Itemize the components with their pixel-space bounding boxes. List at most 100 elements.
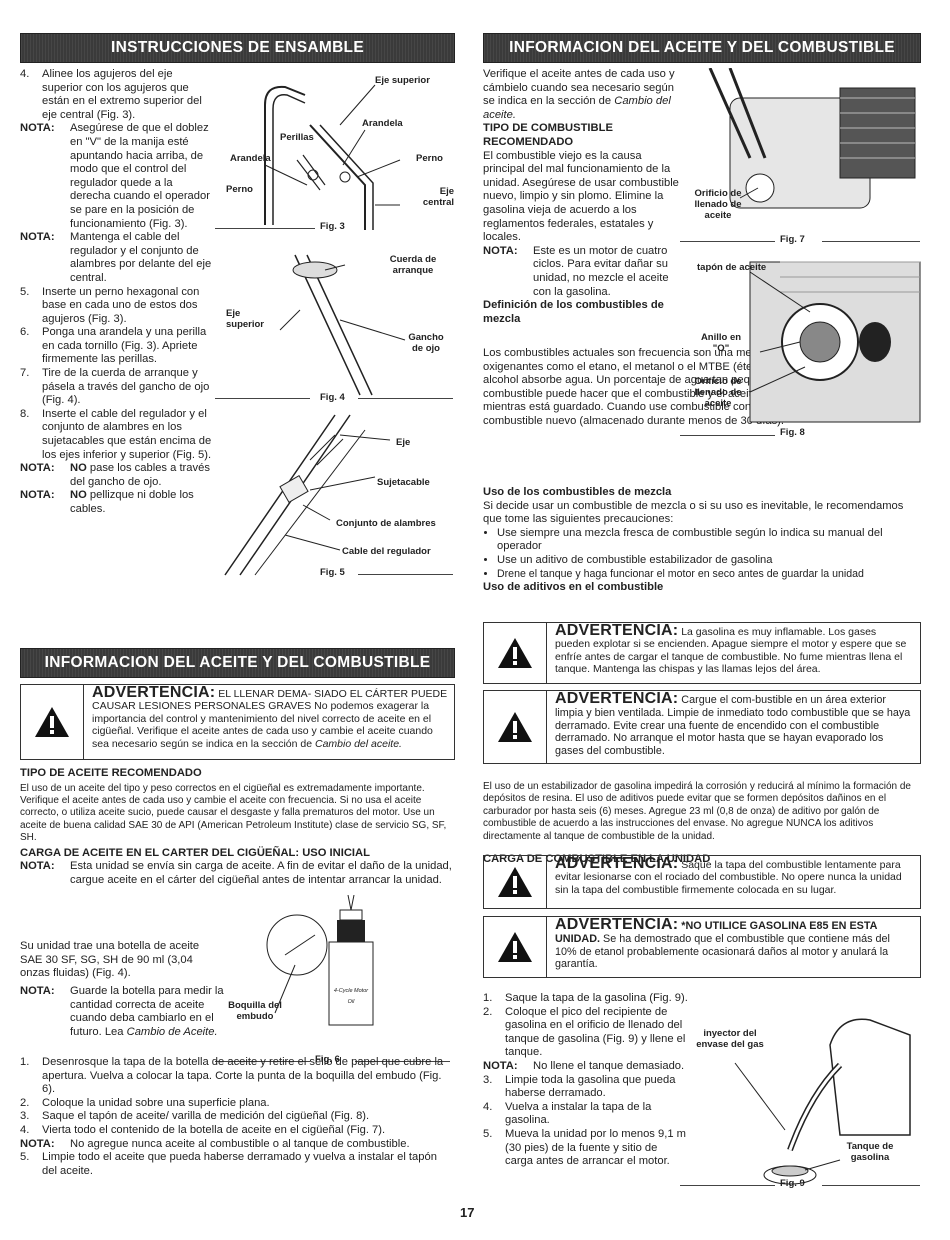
- fig6-label-boquilla: Boquilla del embudo: [228, 1000, 282, 1022]
- warning-box-ventilation: ADVERTENCIA: Cargue el com-bustible en u…: [483, 690, 921, 764]
- warning-box-e85: ADVERTENCIA: *NO UTILICE GASOLINA E85 EN…: [483, 916, 921, 978]
- assembly-nota-2: Mantenga el cable del regulador y el con…: [70, 231, 212, 284]
- fig5-caption: Fig. 5: [320, 567, 345, 578]
- oil-nota-2-block: NOTA:Guarde la botella para medir la can…: [20, 985, 245, 1039]
- fig3-label-perno-right: Perno: [416, 153, 443, 164]
- fuel-heading-type: TIPO DE COMBUSTIBLE RECOMENDADO: [483, 122, 613, 148]
- fig3-label-arandela-right: Arandela: [362, 118, 403, 129]
- fig6-caption: Fig. 6: [315, 1054, 340, 1065]
- warning-triangle-icon: [484, 856, 547, 908]
- fig8-label-anillo: Anillo en "O": [700, 332, 742, 354]
- fig7-caption: Fig. 7: [780, 234, 805, 245]
- fig5-rule-right: [358, 574, 453, 575]
- fuel-step-3: Limpie toda la gasolina que pueda habers…: [505, 1073, 676, 1100]
- oil-section-text: TIPO DE ACEITE RECOMENDADO El uso de un …: [20, 767, 452, 886]
- right-intro: Verifique el aceite antes de cada uso y …: [483, 68, 675, 121]
- fig5-shaft-drawing: [224, 414, 391, 576]
- fuel-step-1: Saque la tapa de la gasolina (Fig. 9).: [505, 992, 688, 1004]
- fig9-label-inyector: inyector del envase del gas: [696, 1028, 764, 1050]
- warning-triangle-icon: [484, 691, 547, 763]
- fuel-paragraph-stabilizer: El uso de un estabilizador de gasolina i…: [483, 781, 911, 842]
- fuel-precaution-2: Use un aditivo de combustible estabiliza…: [497, 554, 923, 568]
- oil-step-3: Saque el tapón de aceite/ varilla de med…: [42, 1110, 370, 1123]
- fuel-heading-filling: CARGA DE COMBUSTIBLE EN LA UNIDAD: [483, 853, 711, 866]
- fuel-heading-definition: Definición de los combustibles de mezcla: [483, 299, 664, 325]
- right-text-upper: Verifique el aceite antes de cada uso y …: [483, 68, 683, 326]
- assembly-nota-4: NO pellizque ni doble los cables.: [70, 489, 194, 515]
- fig6-bottle-drawing: [266, 895, 374, 1026]
- fuel-heading-usage: Uso de los combustibles de mezcla: [483, 486, 672, 498]
- assembly-step-5: Inserte un perno hexagonal con base en c…: [42, 285, 200, 325]
- fig3-caption: Fig. 3: [320, 221, 345, 232]
- warning-box-flammable: ADVERTENCIA: La gasolina es muy inflamab…: [483, 622, 921, 684]
- fuel-paragraph-type: El combustible viejo es la causa princip…: [483, 149, 679, 244]
- fig3-label-arandela-left: Arandela: [230, 153, 271, 164]
- fig7-rule-right: [822, 241, 920, 242]
- warning-triangle-icon: [21, 685, 84, 759]
- fig8-label-tapon: tapón de aceite: [697, 262, 767, 273]
- fig4-rule-right: [358, 398, 453, 399]
- fig5-label-sujetacable: Sujetacable: [377, 477, 430, 488]
- oil-step-5: Limpie todo el aceite que pueda haberse …: [42, 1151, 437, 1177]
- fig4-label-cuerda: Cuerda de arranque: [389, 254, 437, 276]
- fig5-label-conjunto: Conjunto de alambres: [336, 518, 436, 529]
- fig8-label-orificio: Orificio de llenado de aceite: [694, 376, 742, 409]
- section-banner-assembly: INSTRUCCIONES DE ENSAMBLE: [20, 33, 455, 63]
- assembly-step-7: Tire de la cuerda de arranque y pásela a…: [42, 367, 210, 407]
- assembly-step-6: Ponga una arandela y una perilla en cada…: [42, 326, 207, 366]
- fig3-rule-left: [215, 228, 315, 229]
- fig4-caption: Fig. 4: [320, 392, 345, 403]
- fig6-rule-left: [215, 1061, 310, 1062]
- fuel-precaution-1: Use siempre una mezcla fresca de combust…: [497, 527, 923, 554]
- fuel-steps: 1.Saque la tapa de la gasolina (Fig. 9).…: [483, 992, 688, 1168]
- fig7-engine-drawing: [708, 68, 916, 209]
- fig3-label-eje-central: Eje central: [422, 186, 454, 208]
- fig9-gas-can-drawing: [734, 1018, 911, 1185]
- fig5-label-eje: Eje: [396, 437, 411, 448]
- fuel-precaution-3: Drene el tanque y haga funcionar el moto…: [497, 568, 923, 582]
- fuel-step-2: Coloque el pico del recipiente de gasoli…: [505, 1005, 686, 1059]
- oil-step-1: Desenrosque la tapa de la botella de ace…: [42, 1056, 444, 1096]
- oil-paragraph-bottle: Su unidad trae una botella de aceite SAE…: [20, 940, 200, 980]
- fig3-handle-drawing: [264, 84, 401, 230]
- section-banner-oil-fuel-right: INFORMACION DEL ACEITE Y DEL COMBUSTIBLE: [483, 33, 921, 63]
- fig9-rule-right: [822, 1185, 920, 1186]
- fuel-step-4: Vuelva a instalar la tapa de la gasolina…: [505, 1100, 652, 1127]
- warning-triangle-icon: [484, 917, 547, 977]
- assembly-step-4: Alinee los agujeros del eje superior con…: [42, 68, 202, 121]
- fuel-stabilizer-block: El uso de un estabilizador de gasolina i…: [483, 771, 923, 867]
- warning-triangle-icon: [484, 623, 547, 683]
- oil-step-4: Vierta todo el contenido de la botella d…: [42, 1123, 386, 1136]
- oil-nota-1: Esta unidad se envía sin carga de aceite…: [70, 860, 452, 886]
- fig5-label-cable: Cable del regulador: [342, 546, 431, 557]
- fuel-nota-2: No llene el tanque demasiado.: [533, 1059, 685, 1072]
- page-number: 17: [460, 1205, 475, 1220]
- fig4-label-gancho: Gancho de ojo: [408, 332, 444, 354]
- assembly-nota-3: NO pase los cables a través del gancho d…: [70, 462, 210, 488]
- fig9-caption: Fig. 9: [780, 1178, 805, 1189]
- fig3-label-eje-superior: Eje superior: [375, 75, 430, 86]
- oil-heading-type: TIPO DE ACEITE RECOMENDADO: [20, 767, 202, 779]
- fuel-precautions-list: Use siempre una mezcla fresca de combust…: [483, 527, 923, 581]
- assembly-nota-1: Asegúrese de que el doblez en "V" de la …: [70, 122, 210, 230]
- fig3-label-perillas: Perillas: [280, 132, 314, 143]
- oil-heading-initial: CARGA DE ACEITE EN EL CARTER DEL CIGÜEÑA…: [20, 846, 370, 859]
- oil-steps: 1.Desenrosque la tapa de la botella de a…: [20, 1056, 452, 1178]
- fig3-label-perno-left: Perno: [226, 184, 253, 195]
- fig9-rule-left: [680, 1185, 775, 1186]
- warning-box-fuel-cap: ADVERTENCIA: Saque la tapa del combustib…: [483, 855, 921, 909]
- section-banner-oil-fuel-left: INFORMACION DEL ACEITE Y DEL COMBUSTIBLE: [20, 648, 455, 678]
- assembly-step-8: Inserte el cable del regulador y el conj…: [42, 407, 212, 461]
- fuel-heading-additives: Uso de aditivos en el combustible: [483, 581, 664, 594]
- assembly-text-upper: 4.Alinee los agujeros del eje superior c…: [20, 68, 215, 517]
- fig4-label-eje-superior: Eje superior: [226, 308, 265, 330]
- fig7-rule-left: [680, 241, 775, 242]
- step6-rule: [215, 398, 310, 399]
- fig9-label-tanque: Tanque de gasolina: [846, 1141, 894, 1163]
- fuel-mixed-usage: Uso de los combustibles de mezcla Si dec…: [483, 486, 923, 595]
- fuel-nota-1: Este es un motor de cuatro ciclos. Para …: [533, 244, 669, 298]
- fig7-label-orificio: Orificio de llenado de aceite: [694, 188, 742, 221]
- fig8-caption: Fig. 8: [780, 427, 805, 438]
- oil-nota-2: Guarde la botella para medir la cantidad…: [70, 985, 224, 1038]
- fig8-oilcap-drawing: [749, 261, 921, 423]
